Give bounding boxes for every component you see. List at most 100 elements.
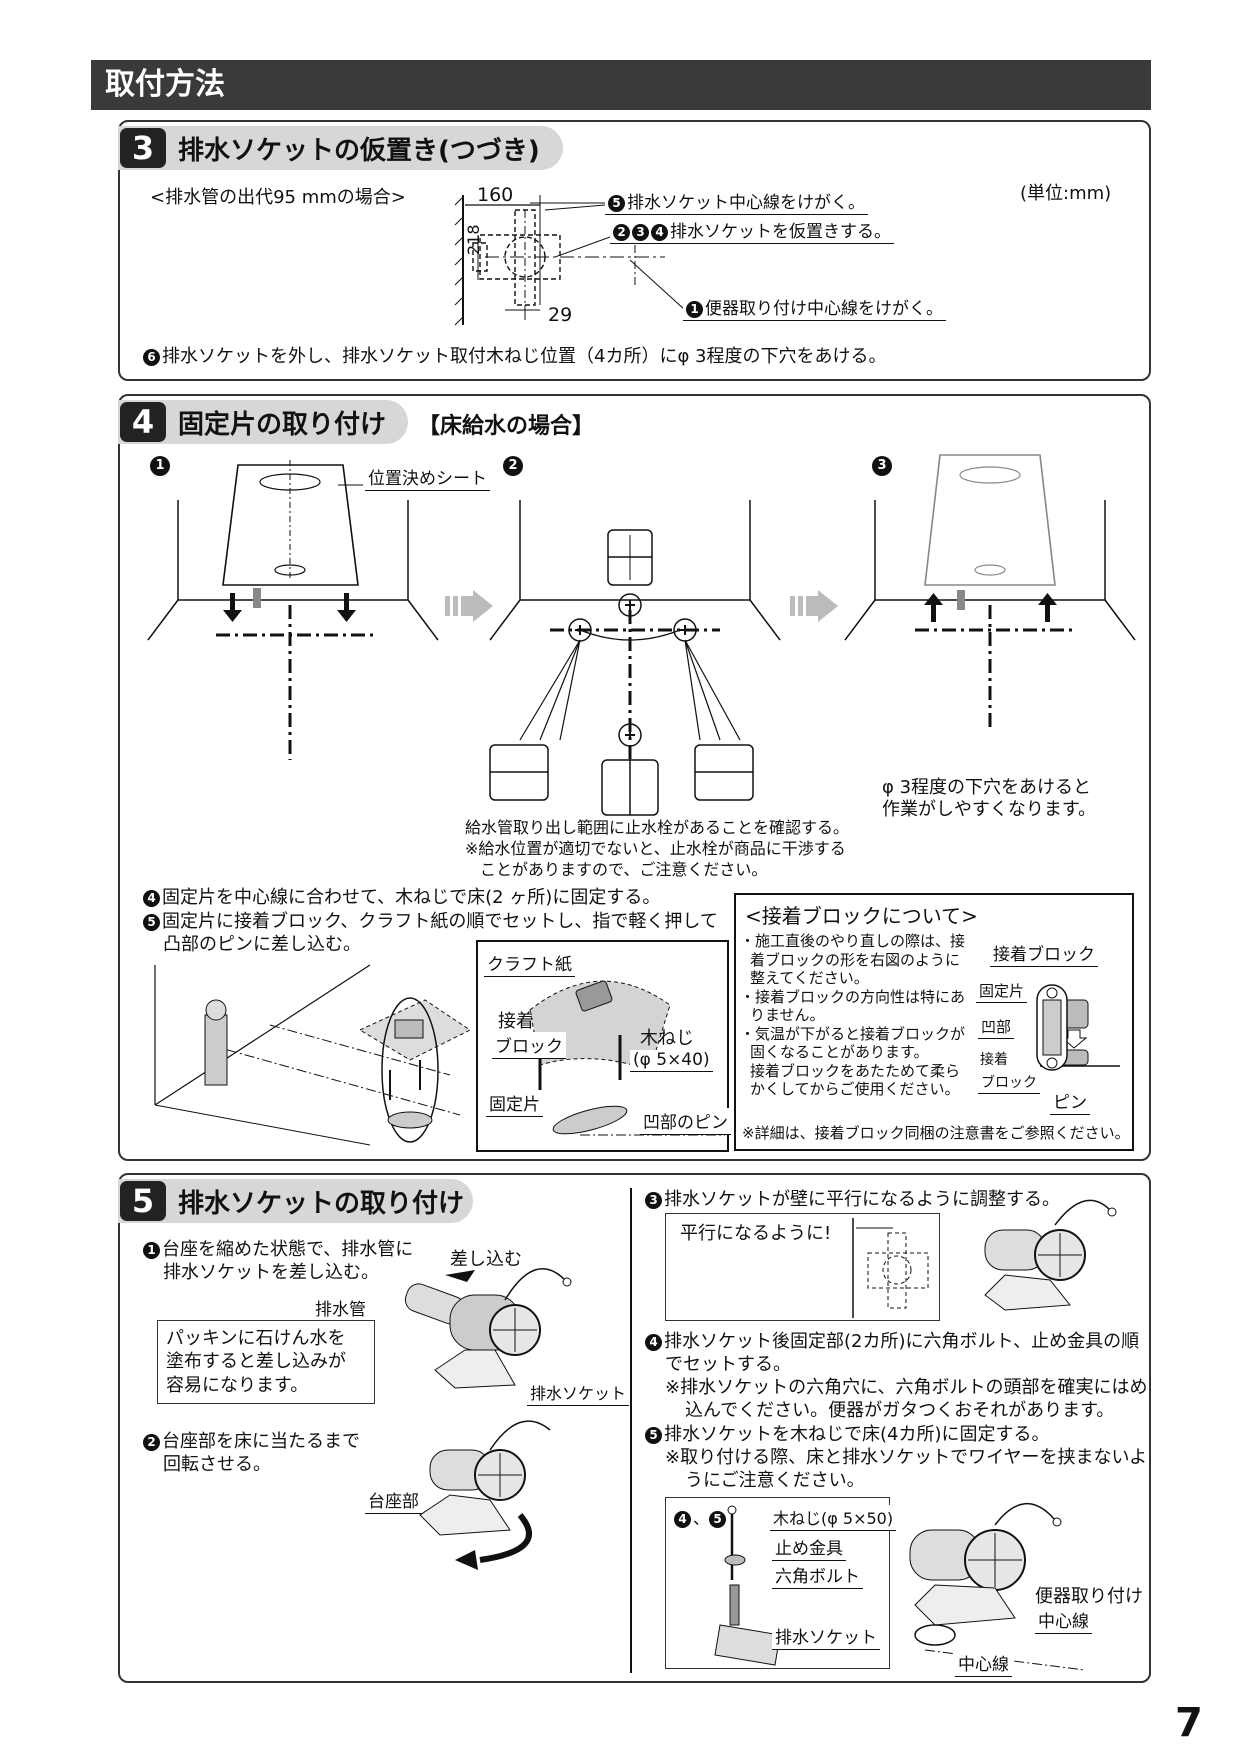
parallel-box [665, 1213, 940, 1321]
toilet-centerline-label-1: 便器取り付け [1035, 1586, 1143, 1607]
adhesive-block-label-2: ブロック [492, 1032, 566, 1059]
dim-218: 218 [464, 224, 483, 255]
parts-diagram [714, 1505, 781, 1666]
insert-label: 差し込む [450, 1249, 522, 1270]
step4-note2-line2: ※給水位置が適切でないと、止水栓が商品に干渉する [465, 839, 846, 858]
adhesive-about-title: <接着ブロックについて> [745, 904, 978, 928]
adhesive-about-note: ※詳細は、接着ブロック同梱の注意書をご参照ください。 [742, 1124, 1130, 1142]
step4-mark-3: 3 [872, 455, 894, 476]
num-5-icon: 5 [143, 914, 160, 931]
step5-instruction-1a: 台座を縮めた状態で、排水管に [162, 1239, 414, 1260]
num-3-icon: 3 [632, 224, 649, 241]
about-line: 着ブロックの形を右図のように [750, 950, 961, 969]
adhesive-about-box [734, 893, 1134, 1151]
about-line: ・施工直後のやり直しの際は、接 [740, 932, 966, 950]
step4-instruction-5b: 凸部のピンに差し込む。 [163, 934, 361, 955]
soap-note-line: 塗布すると差し込みが [166, 1351, 346, 1373]
step4-number: 4 [120, 402, 166, 442]
step3-box [118, 120, 1151, 381]
drain-socket-label: 排水ソケット [527, 1380, 630, 1406]
positioning-sheet-label: 位置決めシート [365, 464, 490, 491]
num-4-icon: 4 [674, 1511, 691, 1528]
wood-screw-label-2: (φ 5×40) [630, 1050, 713, 1072]
parts-inset-marks: 4、5 [674, 1505, 728, 1529]
step5-instruction-3-text: 排水ソケットが壁に平行になるように調整する。 [664, 1189, 1060, 1210]
step3-instruction-6-text: 排水ソケットを外し、排水ソケット取付木ねじ位置（4カ所）にφ 3程度の下穴をあけ… [162, 346, 887, 367]
step4-note2-line1: 給水管取り出し範囲に止水栓があることを確認する。 [465, 818, 850, 837]
page-number: 7 [1175, 1700, 1203, 1746]
step3-number: 3 [120, 128, 166, 168]
parallel-label: 平行になるように! [680, 1223, 832, 1244]
step3-title: 排水ソケットの仮置き(つづき) [178, 136, 540, 166]
dim-29: 29 [548, 304, 573, 326]
step3-label-5-text: 排水ソケット中心線をけがく。 [627, 193, 865, 213]
parallel-diagram [852, 1218, 929, 1318]
num-4-icon: 4 [651, 224, 668, 241]
soap-note: パッキンに石けん水を 塗布すると差し込みが 容易になります。 [157, 1320, 375, 1405]
step5-instruction-1b: 排水ソケットを差し込む。 [163, 1262, 379, 1283]
base-label: 台座部 [365, 1487, 422, 1514]
num-4-icon: 4 [645, 1334, 662, 1351]
step5-box [118, 1173, 1151, 1683]
about-line: 固くなることがあります。 [750, 1043, 929, 1061]
base-rotate-diagram [419, 1420, 551, 1570]
next-arrow-icon [790, 590, 838, 622]
step5-divider [630, 1188, 632, 1673]
num-3-icon: 3 [645, 1192, 662, 1209]
next-arrow-icon [445, 590, 493, 622]
step5-instruction-4a: 排水ソケット後固定部(2カ所)に六角ボルト、止め金具の順 [664, 1331, 1140, 1352]
step4-title: 固定片の取り付け [178, 410, 387, 440]
recess-pin-label: 凹部のピン [640, 1108, 731, 1135]
step4-mark-2: 2 [503, 455, 525, 476]
step4-detail-box [476, 940, 729, 1152]
about-label-block: 接着ブロック [990, 940, 1098, 967]
adhesive-block-label-1: 接着 [498, 1011, 534, 1032]
num-5-icon: 5 [709, 1511, 727, 1528]
step5-instruction-5-note1: ※取り付ける際、床と排水ソケットでワイヤーを挟まないよ [665, 1447, 1148, 1468]
about-line: 整えてください。 [750, 969, 869, 987]
drain-socket-parts-label: 排水ソケット [772, 1623, 880, 1650]
step5-instruction-2b: 回転させる。 [163, 1454, 271, 1475]
about-line: ・気温が下がると接着ブロックが [740, 1024, 966, 1043]
step3-label-1-text: 便器取り付け中心線をけがく。 [705, 299, 943, 319]
centerline-label: 中心線 [955, 1650, 1012, 1677]
step4-instruction-4-text: 固定片を中心線に合わせて、木ねじで床(2 ヶ所)に固定する。 [162, 887, 661, 908]
about-line: かくしてからご使用ください。 [750, 1080, 960, 1098]
stopper-label: 止め金具 [772, 1534, 846, 1561]
step5-instruction-2a: 台座部を床に当たるまで [162, 1431, 360, 1452]
num-1-icon: 1 [143, 1242, 160, 1259]
about-label-recess: 凹部 [978, 1016, 1015, 1039]
step5-instruction-5-text: 排水ソケットを木ねじで床(4カ所)に固定する。 [664, 1424, 1050, 1445]
about-label-piece: 固定片 [976, 980, 1028, 1003]
step4-box [118, 394, 1151, 1161]
about-label-b2: ブロック [978, 1072, 1040, 1094]
step4-subtitle: 【床給水の場合】 [418, 414, 595, 439]
num-6-icon: 6 [143, 349, 160, 366]
step3-label-234-text: 排水ソケットを仮置きする。 [670, 222, 891, 242]
step4-note3-line2: 作業がしやすくなります。 [882, 799, 1097, 820]
drain-pipe-label: 排水管 [312, 1295, 369, 1322]
parts-inset-box [665, 1497, 890, 1669]
hex-bolt-label: 六角ボルト [772, 1562, 863, 1589]
about-label-pin: ピン [1050, 1088, 1090, 1115]
wood-screw-label-1: 木ねじ [640, 1028, 694, 1049]
soap-note-line: 容易になります。 [166, 1374, 309, 1396]
step4-note2-line3: ことがありますので、ご注意ください。 [480, 860, 768, 879]
kraft-paper-label: クラフト紙 [484, 950, 575, 977]
fixing-piece-label: 固定片 [486, 1090, 543, 1117]
about-line: 接着ブロックをあたためて柔ら [750, 1061, 961, 1080]
step5-instruction-4-note1: ※排水ソケットの六角穴に、六角ボルトの頭部を確実にはめ [665, 1377, 1148, 1398]
soap-note-line: パッキンに石けん水を [166, 1328, 346, 1349]
step4-inset-detail [358, 997, 471, 1143]
num-4-icon: 4 [143, 890, 160, 907]
step4-instruction-5a-text: 固定片に接着ブロック、クラフト紙の順でセットし、指で軽く押して [162, 911, 718, 932]
wood-screw-50-label: 木ねじ(φ 5×50) [770, 1505, 897, 1531]
